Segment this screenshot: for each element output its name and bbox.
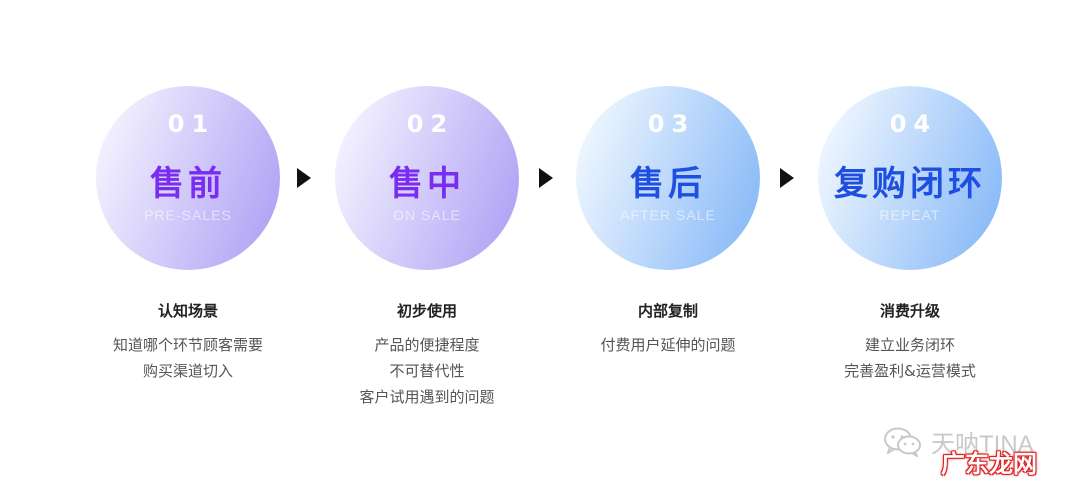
step-title: 售后 xyxy=(630,164,706,204)
arrow-right-icon xyxy=(539,168,553,188)
step-circle: 03 售后 AFTER SALE xyxy=(576,86,760,270)
step-label: 初步使用 xyxy=(396,302,457,320)
step-description: 付费用户延伸的问题 xyxy=(548,332,788,358)
description-line: 建立业务闭环 xyxy=(864,336,955,354)
step-title: 复购闭环 xyxy=(834,164,986,204)
step-subtitle: PRE-SALES xyxy=(144,207,232,223)
step-label: 消费升级 xyxy=(879,302,940,320)
step-subtitle: ON SALE xyxy=(393,207,461,223)
step-description: 产品的便捷程度 不可替代性 客户试用遇到的问题 xyxy=(307,332,547,410)
step-circle: 01 售前 PRE-SALES xyxy=(96,86,280,270)
wechat-icon xyxy=(884,427,921,457)
watermark-name: 天呐TINA xyxy=(931,431,1034,458)
step-title: 售前 xyxy=(150,164,226,204)
description-line: 知道哪个环节顾客需要 xyxy=(112,336,263,354)
watermark: 天呐TINA 广东龙网 xyxy=(875,420,1065,478)
step-circle: 02 售中 ON SALE xyxy=(335,86,519,270)
arrow-right-icon xyxy=(297,168,311,188)
description-line: 产品的便捷程度 xyxy=(374,336,480,354)
description-line: 完善盈利&运营模式 xyxy=(844,362,976,380)
step-number: 01 xyxy=(167,110,216,138)
step-title: 售中 xyxy=(389,164,465,204)
step-number: 03 xyxy=(647,110,696,138)
step-circle: 04 复购闭环 REPEAT xyxy=(818,86,1002,270)
watermark-site: 广东龙网 xyxy=(941,450,1037,478)
step-subtitle: REPEAT xyxy=(879,207,941,223)
step-number: 04 xyxy=(889,110,938,138)
description-line: 购买渠道切入 xyxy=(142,362,233,380)
arrow-right-icon xyxy=(780,168,794,188)
description-line: 付费用户延伸的问题 xyxy=(600,336,736,354)
description-line: 不可替代性 xyxy=(389,362,465,380)
description-line: 客户试用遇到的问题 xyxy=(359,388,495,406)
step-subtitle: AFTER SALE xyxy=(620,207,716,223)
step-number: 02 xyxy=(406,110,455,138)
step-description: 知道哪个环节顾客需要 购买渠道切入 xyxy=(68,332,308,384)
step-label: 认知场景 xyxy=(157,302,218,320)
step-label: 内部复制 xyxy=(637,302,698,320)
step-description: 建立业务闭环 完善盈利&运营模式 xyxy=(790,332,1030,384)
